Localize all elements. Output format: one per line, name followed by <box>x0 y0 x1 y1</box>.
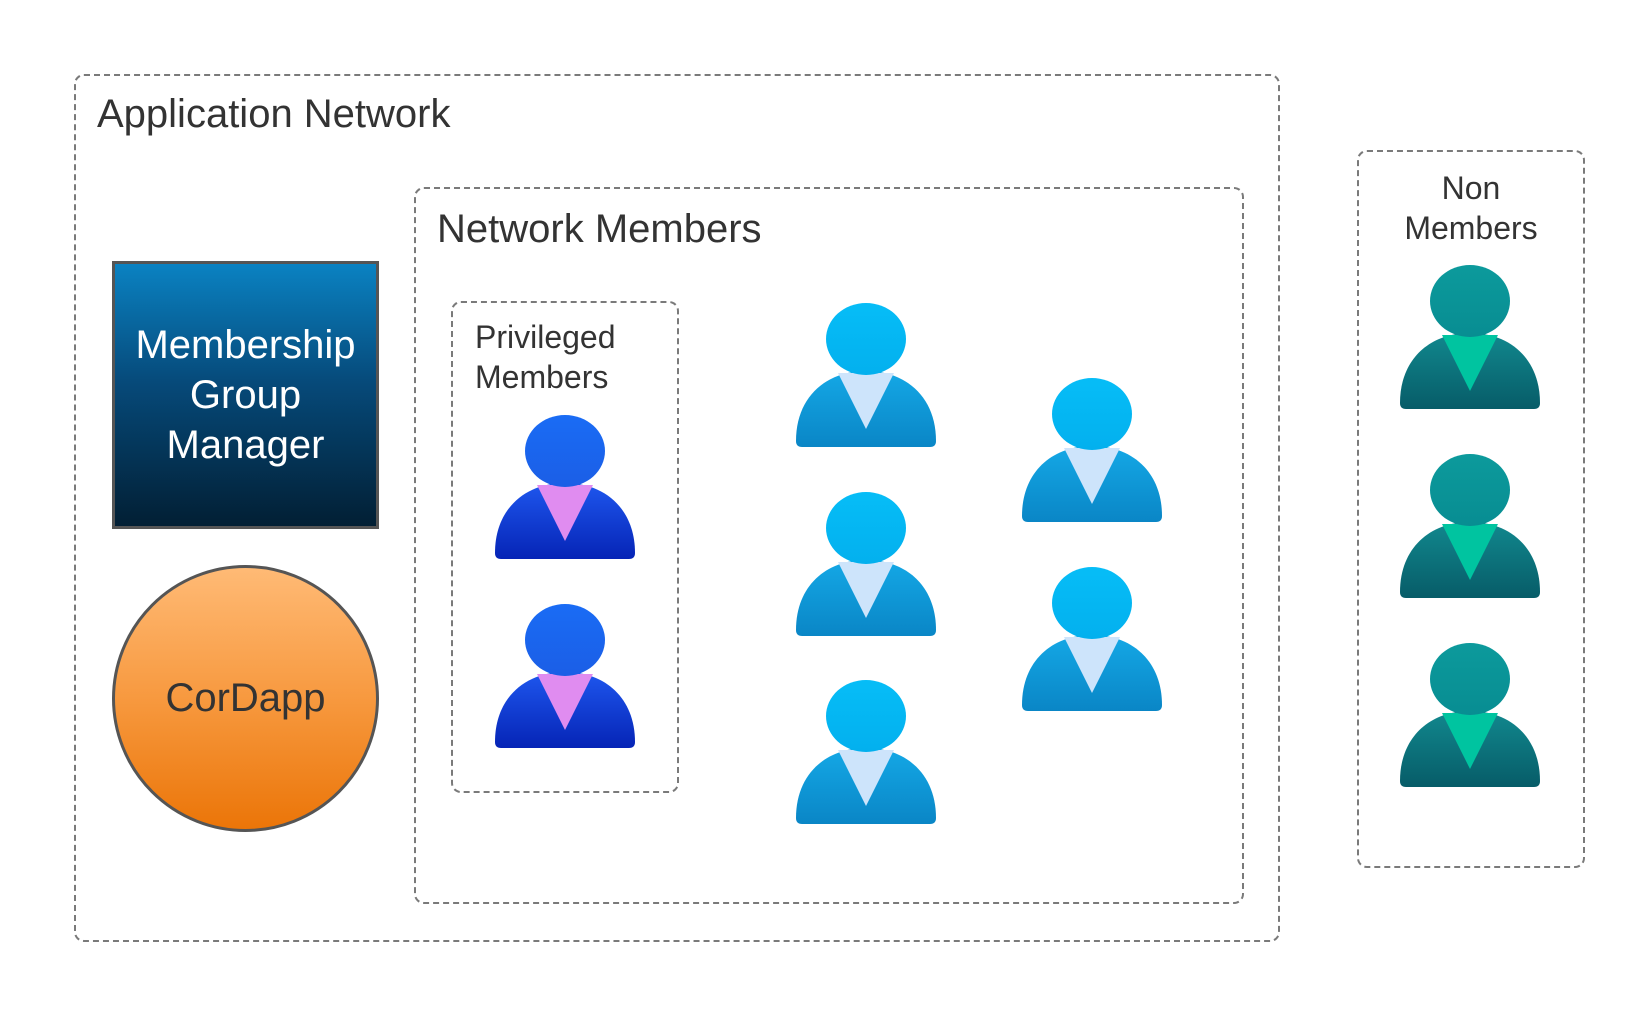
membership-group-manager-box: Membership Group Manager <box>112 261 379 529</box>
non-members-container <box>1357 150 1585 868</box>
network-member-person-icon <box>1016 565 1168 717</box>
person-head <box>826 680 906 752</box>
membership-group-manager-label: Membership Group Manager <box>135 320 355 470</box>
network-member-person-icon <box>790 490 942 642</box>
person-head <box>525 415 605 487</box>
non-members-label: Non Members <box>1357 168 1585 248</box>
mgm-label-line2: Group <box>189 373 302 417</box>
person-tie <box>838 373 894 429</box>
person-head <box>826 492 906 564</box>
network-member-person-icon <box>790 301 942 453</box>
person-tie <box>537 674 593 730</box>
privileged-member-person-icon <box>489 413 641 565</box>
person-tie <box>1064 637 1120 693</box>
privileged-members-label-line2: Members <box>475 359 609 395</box>
network-members-label: Network Members <box>437 207 762 251</box>
cordapp-circle: CorDapp <box>112 565 379 832</box>
mgm-label-line3: Manager <box>166 423 325 467</box>
person-head <box>1052 378 1132 450</box>
person-head <box>1430 454 1510 526</box>
person-head <box>525 604 605 676</box>
person-tie <box>1442 713 1498 769</box>
person-tie <box>1064 448 1120 504</box>
application-network-label: Application Network <box>97 92 451 136</box>
privileged-members-label: Privileged Members <box>475 317 616 397</box>
cordapp-label: CorDapp <box>165 676 326 720</box>
person-tie <box>1442 335 1498 391</box>
person-tie <box>838 750 894 806</box>
person-tie <box>838 562 894 618</box>
non-member-person-icon <box>1394 641 1546 793</box>
non-member-person-icon <box>1394 263 1546 415</box>
person-tie <box>537 485 593 541</box>
privileged-members-label-line1: Privileged <box>475 319 616 355</box>
mgm-label-line1: Membership <box>135 323 356 367</box>
application-network-container <box>74 74 1280 942</box>
non-members-label-line1: Non <box>1441 170 1501 206</box>
network-members-container <box>414 187 1244 904</box>
network-member-person-icon <box>790 678 942 830</box>
privileged-members-container <box>451 301 679 793</box>
privileged-member-person-icon <box>489 602 641 754</box>
person-head <box>1430 643 1510 715</box>
non-members-label-line2: Members <box>1404 210 1538 246</box>
non-member-person-icon <box>1394 452 1546 604</box>
person-head <box>826 303 906 375</box>
person-head <box>1430 265 1510 337</box>
network-member-person-icon <box>1016 376 1168 528</box>
person-tie <box>1442 524 1498 580</box>
person-head <box>1052 567 1132 639</box>
